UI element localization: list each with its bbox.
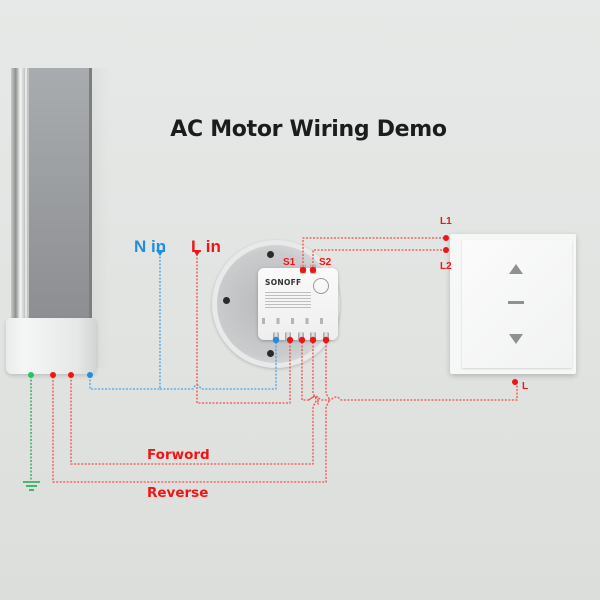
live-in-wire [196, 254, 291, 404]
motor-neutral-dot [87, 372, 93, 378]
module-ring-icon [313, 278, 329, 294]
module-s1-dot [299, 266, 307, 274]
switch-up-icon[interactable] [509, 264, 523, 274]
l1-label: L1 [440, 216, 452, 227]
module-brand: SONOFF [265, 278, 302, 287]
n-in-label: N in [134, 237, 167, 256]
reverse-label: Reverse [147, 485, 209, 501]
forward-wire [70, 342, 317, 465]
module-out2-dot [309, 336, 317, 344]
screw-icon [267, 251, 274, 258]
sonoff-module: SONOFF [258, 268, 338, 340]
module-out3-dot [322, 336, 330, 344]
motor-rail [11, 68, 92, 320]
switch-l2-dot [443, 247, 449, 253]
terminal-l [285, 332, 291, 342]
motor-forward-dot [68, 372, 74, 378]
s1-label: S1 [283, 257, 296, 268]
diagram-title: AC Motor Wiring Demo [170, 117, 447, 142]
module-s2-dot [309, 266, 317, 274]
switch-stop-icon[interactable] [508, 301, 524, 304]
l-in-arrow-icon [193, 250, 201, 256]
motor-end-cap [6, 318, 96, 374]
wall-switch[interactable] [462, 240, 572, 368]
module-l-dot [286, 336, 294, 344]
motor-reverse-dot [50, 372, 56, 378]
s2-label: S2 [319, 257, 332, 268]
neutral-wire [89, 254, 277, 390]
s1-wire [302, 237, 446, 270]
module-out1-dot [298, 336, 306, 344]
switch-l-wire [301, 342, 518, 405]
module-terminal-labels [262, 318, 334, 324]
ground-icon [23, 481, 40, 491]
forward-label: Forword [147, 447, 210, 463]
n-in-arrow-icon [156, 250, 164, 256]
l-label: L [522, 381, 529, 392]
screw-icon [223, 297, 230, 304]
rail-shadow [90, 68, 110, 368]
screw-icon [267, 350, 274, 357]
l2-label: L2 [440, 261, 452, 272]
module-n-dot [272, 336, 280, 344]
switch-l-dot [512, 379, 518, 385]
switch-down-icon[interactable] [509, 334, 523, 344]
switch-l1-dot [443, 235, 449, 241]
module-printed-specs [265, 292, 311, 310]
l-in-label: L in [191, 237, 221, 256]
reverse-wire [52, 342, 330, 483]
ground-dot [28, 372, 34, 378]
s2-wire [312, 249, 446, 270]
